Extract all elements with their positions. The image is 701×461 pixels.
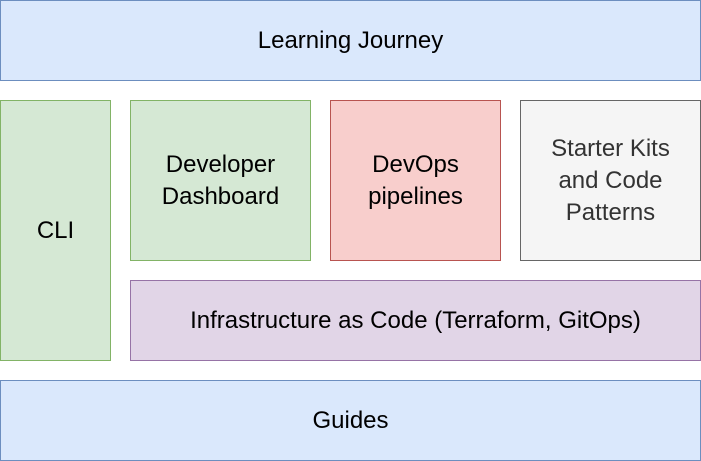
guides-box: Guides (0, 380, 701, 461)
devops-pipelines-label: DevOps pipelines (368, 150, 463, 210)
developer-dashboard-label: Developer Dashboard (161, 150, 280, 210)
learning-journey-label: Learning Journey (257, 26, 444, 54)
starter-kits-box: Starter Kits and Code Patterns (520, 100, 701, 261)
infrastructure-as-code-label: Infrastructure as Code (Terraform, GitOp… (190, 306, 641, 334)
cli-label: CLI (36, 216, 75, 244)
learning-journey-box: Learning Journey (0, 0, 701, 81)
infrastructure-as-code-box: Infrastructure as Code (Terraform, GitOp… (130, 280, 701, 361)
devops-pipelines-box: DevOps pipelines (330, 100, 501, 261)
starter-kits-label: Starter Kits and Code Patterns (551, 134, 670, 226)
guides-label: Guides (312, 406, 389, 434)
cli-box: CLI (0, 100, 111, 361)
developer-dashboard-box: Developer Dashboard (130, 100, 311, 261)
